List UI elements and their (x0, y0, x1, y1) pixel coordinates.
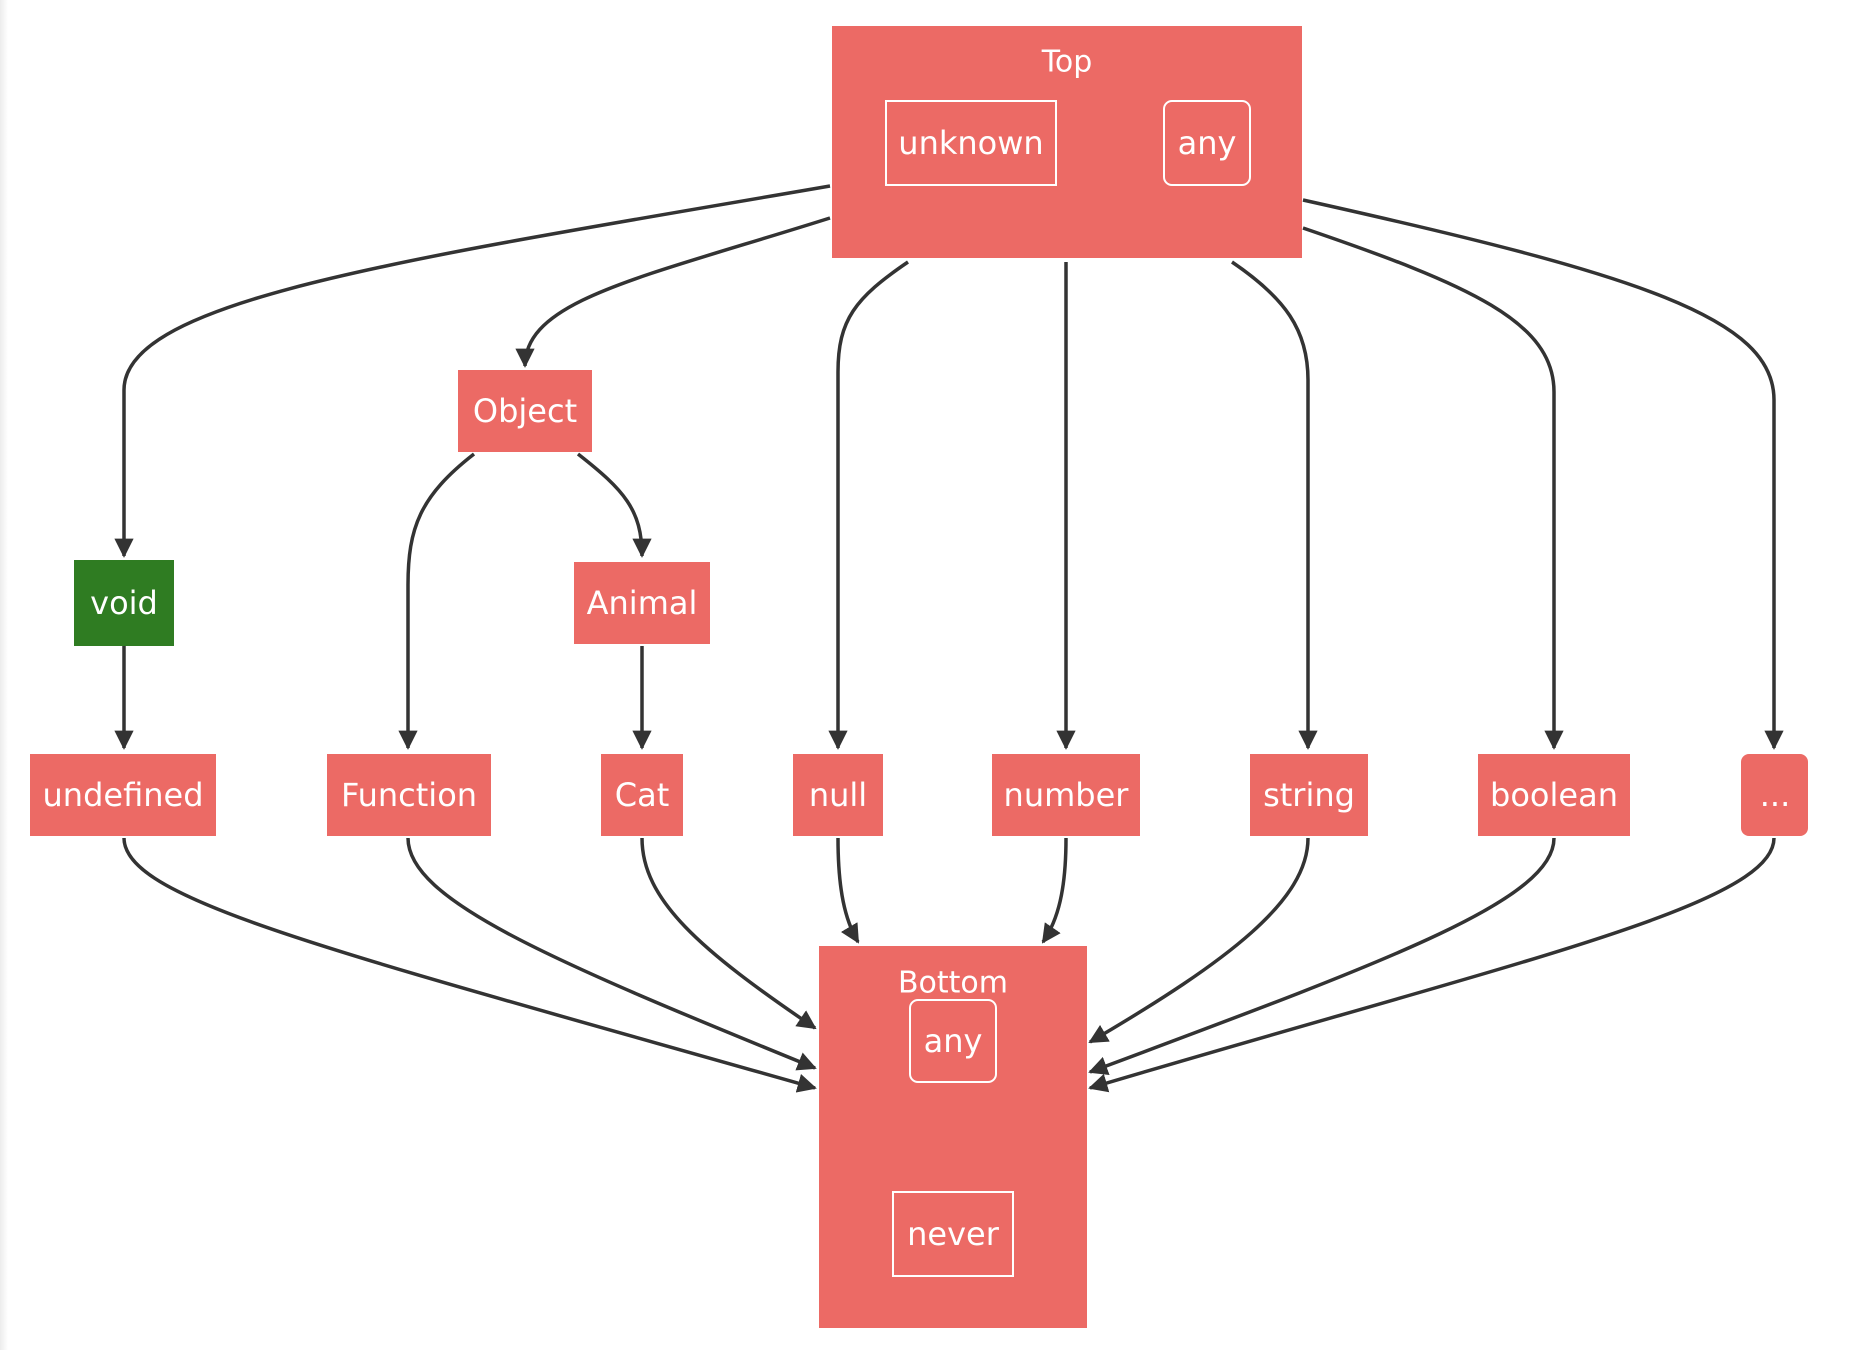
animal-node[interactable]: Animal (574, 562, 710, 644)
bottom-cluster-label: Bottom (898, 966, 1008, 1001)
bottom-cluster: Bottom any never (819, 946, 1087, 1328)
any-bottom-node-label: any (924, 1022, 983, 1060)
edge-undefined-to-bottom (122, 837, 817, 1093)
edge-more-to-bottom (1088, 837, 1776, 1093)
top-cluster-label: Top (1041, 45, 1093, 80)
any-bottom-node[interactable]: any (909, 999, 997, 1083)
any-top-node[interactable]: any (1163, 100, 1251, 186)
edge-top-to-null (828, 260, 909, 750)
unknown-node-label: unknown (898, 124, 1043, 162)
top-cluster: Top unknown any (832, 26, 1302, 258)
object-node[interactable]: Object (458, 370, 592, 452)
edge-top-to-string (1231, 260, 1318, 750)
void-node-label: void (90, 584, 158, 622)
any-top-node-label: any (1178, 124, 1237, 162)
never-node[interactable]: never (892, 1191, 1014, 1277)
more-node-label: ... (1760, 776, 1791, 814)
edge-number-to-bottom (1041, 837, 1068, 944)
string-node-label: string (1263, 776, 1355, 814)
edge-object-to-function (398, 452, 476, 750)
null-node[interactable]: null (793, 754, 883, 836)
null-node-label: null (809, 776, 867, 814)
edge-top-to-boolean (1302, 226, 1564, 750)
number-node[interactable]: number (992, 754, 1140, 836)
edge-top-to-more (1302, 198, 1784, 750)
function-node[interactable]: Function (327, 754, 491, 836)
edge-boolean-to-bottom (1088, 837, 1556, 1075)
number-node-label: number (1004, 776, 1130, 814)
animal-node-label: Animal (587, 584, 698, 622)
edge-string-to-bottom (1088, 837, 1310, 1044)
edge-function-to-bottom (406, 837, 817, 1071)
string-node[interactable]: string (1250, 754, 1368, 836)
boolean-node-label: boolean (1490, 776, 1618, 814)
cat-node[interactable]: Cat (601, 754, 683, 836)
unknown-node[interactable]: unknown (885, 100, 1057, 186)
edge-cat-to-bottom (640, 837, 817, 1030)
window-edge (0, 0, 8, 1350)
function-node-label: Function (341, 776, 477, 814)
edge-null-to-bottom (836, 837, 860, 944)
edges-group (114, 103, 1784, 1190)
boolean-node[interactable]: boolean (1478, 754, 1630, 836)
undefined-node[interactable]: undefined (30, 754, 216, 836)
more-node[interactable]: ... (1741, 754, 1808, 836)
undefined-node-label: undefined (43, 776, 204, 814)
edge-top-to-object (515, 216, 831, 368)
object-node-label: Object (473, 392, 577, 430)
edge-top-to-void (114, 184, 831, 558)
cat-node-label: Cat (615, 776, 670, 814)
never-node-label: never (907, 1215, 1000, 1253)
void-node[interactable]: void (74, 560, 174, 646)
edge-object-to-animal (576, 452, 652, 558)
